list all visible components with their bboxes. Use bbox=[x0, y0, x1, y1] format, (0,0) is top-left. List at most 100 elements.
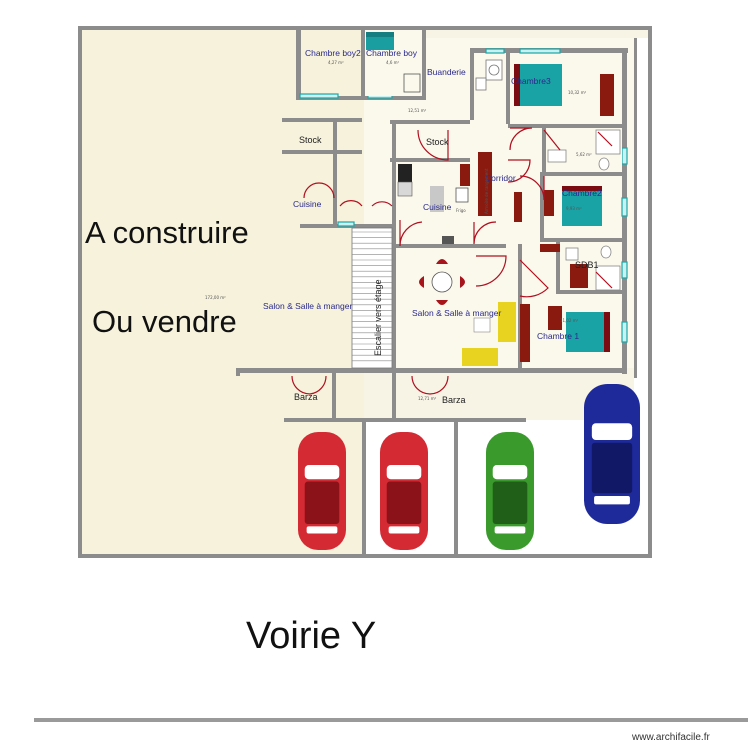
tv-unit bbox=[520, 304, 530, 362]
label-chambre-boy2: Chambre boy2 bbox=[305, 48, 361, 58]
bed-chambre1-head bbox=[604, 312, 610, 352]
corridor-cabinet bbox=[514, 192, 522, 222]
label-buanderie: Buanderie bbox=[427, 67, 466, 77]
washer bbox=[485, 59, 503, 81]
sink-sdb-top bbox=[547, 149, 567, 163]
footer-line bbox=[34, 718, 748, 722]
window-right-2 bbox=[621, 197, 628, 217]
right-yard bbox=[634, 38, 650, 420]
kitchen-island bbox=[430, 186, 444, 212]
area-chambre1: 11,02 m² bbox=[560, 318, 579, 323]
wall-corridor-v bbox=[470, 48, 474, 120]
sink-sdb1 bbox=[565, 247, 579, 261]
wall-stock-bottom bbox=[282, 150, 362, 154]
shower-sdb1 bbox=[595, 265, 621, 291]
wall-boys-top bbox=[296, 28, 301, 98]
sofa-small bbox=[462, 348, 498, 366]
wardrobe-chambre3 bbox=[600, 74, 614, 116]
bed-chambre3-head bbox=[514, 64, 520, 106]
bed-chambre2-head bbox=[562, 186, 602, 191]
label-cuisine-left: Cuisine bbox=[293, 199, 322, 209]
area-corridor: 12,51 m² bbox=[408, 108, 427, 113]
wall-stock2-bottom bbox=[390, 158, 470, 162]
label-escalier: Escalier vers étage bbox=[373, 279, 383, 356]
wardrobe-chambre1 bbox=[548, 306, 562, 330]
window-right-3 bbox=[621, 261, 628, 279]
sink-buanderie bbox=[475, 77, 487, 91]
wall-stock2-top bbox=[390, 120, 470, 124]
outer-wall-bottom bbox=[78, 554, 652, 558]
wardrobe-chambre2 bbox=[540, 244, 560, 252]
area-chambre-boy2: 4,27 m² bbox=[328, 60, 344, 65]
wall-barza-mid bbox=[332, 372, 336, 420]
car bbox=[584, 384, 640, 524]
label-chambre2: Chambre2 bbox=[562, 188, 602, 198]
wall-sdb-top-left bbox=[542, 124, 546, 174]
wardrobe-boy bbox=[403, 73, 421, 93]
wall-c3-bottom bbox=[508, 124, 624, 128]
wall-c2-left bbox=[540, 172, 544, 240]
car bbox=[298, 432, 346, 550]
doors bbox=[291, 127, 613, 395]
wall-sdb1-left bbox=[556, 242, 560, 294]
dining-chair-2 bbox=[436, 300, 448, 305]
car bbox=[486, 432, 534, 550]
staircase bbox=[351, 227, 393, 369]
area-lot: 172,00 m² bbox=[205, 295, 226, 300]
wall-parking-1 bbox=[362, 420, 366, 554]
wall-right-low bbox=[634, 38, 637, 378]
label-chambre1: Chambre 1 bbox=[537, 331, 579, 341]
wall-stairs-right bbox=[392, 120, 396, 370]
toilet-top bbox=[598, 157, 610, 171]
stove bbox=[398, 164, 412, 182]
area-chambre-boy: 4,6 m² bbox=[386, 60, 400, 65]
bed-chambre2 bbox=[562, 190, 602, 226]
window-c3-top bbox=[519, 48, 561, 54]
label-frigo: Frigo bbox=[456, 208, 466, 213]
storage-cabinet bbox=[478, 152, 492, 216]
wall-barza-mid2 bbox=[392, 372, 396, 420]
washer-drum bbox=[488, 64, 500, 76]
outer-wall-right bbox=[648, 26, 652, 558]
wall-sdb1-bottom bbox=[556, 290, 626, 294]
window-right-1 bbox=[621, 147, 628, 165]
area-chambre3: 10,32 m² bbox=[568, 90, 587, 95]
bed-chambre3 bbox=[518, 64, 562, 106]
wall-stock-top bbox=[282, 118, 362, 122]
wall-sdb-bottom bbox=[542, 172, 626, 176]
desk-chambre2 bbox=[544, 190, 554, 216]
car bbox=[380, 432, 428, 550]
label-corridor: Corridor bbox=[485, 173, 516, 183]
area-barza-right: 12,71 m² bbox=[418, 396, 437, 401]
wall-parking-2 bbox=[454, 420, 458, 554]
watermark: www.archifacile.fr bbox=[631, 732, 710, 743]
wall-boys-mid bbox=[361, 28, 365, 98]
window-boy2 bbox=[299, 93, 339, 99]
wall-buand-left bbox=[422, 28, 426, 98]
label-salon-right: Salon & Salle à manger bbox=[412, 308, 501, 318]
area-chambre2: 9,93 m² bbox=[566, 206, 582, 211]
label-stock-left: Stock bbox=[299, 135, 322, 145]
sofa-long bbox=[498, 302, 516, 342]
label-stock-right: Stock bbox=[426, 137, 449, 147]
area-sdb: 5,62 m² bbox=[576, 152, 592, 157]
label-sdb1: SDB1 bbox=[575, 260, 599, 270]
window-cuisine bbox=[337, 221, 355, 227]
wall-cuisine-left bbox=[333, 118, 337, 228]
label-chambre3: Chambre3 bbox=[511, 76, 551, 86]
parked-cars bbox=[298, 384, 640, 550]
label-chambre-boy: Chambre boy bbox=[366, 48, 418, 58]
toilet-sdb1 bbox=[600, 245, 612, 259]
label-rangement: Armoire de rangement bbox=[484, 168, 489, 214]
wall-house-bottom bbox=[236, 368, 626, 373]
fridge bbox=[455, 187, 469, 203]
wall-c2-bottom bbox=[540, 238, 626, 242]
dining-chair-1 bbox=[436, 259, 448, 264]
wall-c3-left bbox=[506, 48, 510, 124]
wall-barza-bottom bbox=[284, 418, 526, 422]
label-cuisine-right: Cuisine bbox=[423, 202, 452, 212]
label-barza-right: Barza bbox=[442, 395, 466, 405]
street-label: Voirie Y bbox=[246, 615, 376, 657]
dining-table bbox=[431, 271, 453, 293]
